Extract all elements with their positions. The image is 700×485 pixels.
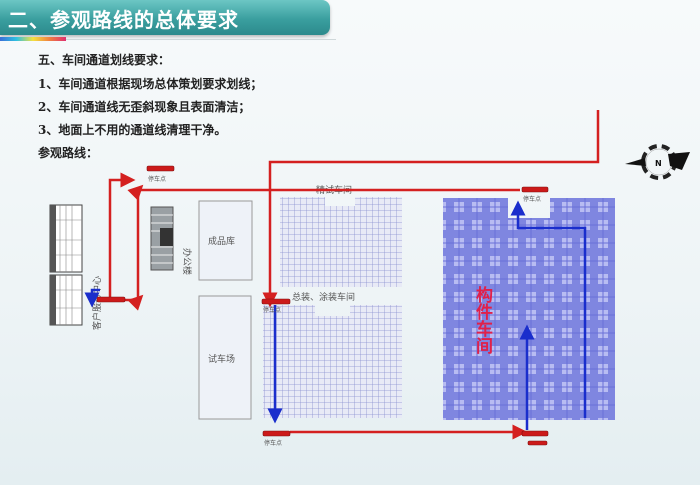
customer-center-label: 客户服务中心 (91, 276, 103, 330)
route-label: 参观路线： (38, 146, 99, 160)
page-title: 二、参观路线的总体要求 (8, 8, 239, 32)
parking-marker (261, 298, 291, 305)
warehouse-block (198, 200, 253, 281)
requirement-item: 3、地面上不用的通道线清理干净。 (38, 123, 227, 137)
parking-label: 停车点 (264, 439, 282, 447)
customer-center-building (49, 204, 83, 326)
divider (66, 39, 336, 40)
parking-label: 停车点 (148, 175, 166, 183)
requirement-item: 2、车间通道线无歪斜现象且表面清洁； (38, 100, 251, 114)
compass-label: N (655, 159, 662, 168)
parking-marker (262, 430, 291, 437)
red-route (108, 110, 600, 440)
office-label: 办公楼 (181, 248, 193, 275)
rainbow-strip (0, 37, 66, 41)
test-track-block (198, 295, 252, 420)
parking-marker (146, 165, 175, 172)
requirement-item: 1、车间通道根据现场总体策划要求划线； (38, 77, 263, 91)
parking-marker (521, 430, 549, 437)
requirements-heading: 五、车间通道划线要求： (38, 53, 171, 67)
parking-label: 停车点 (263, 306, 281, 314)
precision-workshop-block (280, 197, 402, 287)
compass-icon: N (625, 144, 690, 180)
component-workshop-block (443, 198, 615, 420)
assembly-workshop-label: 总装、涂装车间 (292, 291, 355, 303)
test-track-label: 试车场 (208, 353, 235, 365)
component-workshop-label: 构件车间 (472, 285, 493, 355)
warehouse-label: 成品库 (208, 235, 235, 247)
component-workshop-label: 构件车间 (472, 285, 493, 355)
title-banner: 二、参观路线的总体要求 (0, 0, 330, 35)
blue-route (84, 200, 587, 430)
parking-marker (527, 440, 548, 446)
office-building (150, 206, 174, 271)
parking-marker (96, 296, 126, 303)
assembly-workshop-block (263, 305, 402, 418)
parking-marker (521, 186, 549, 193)
parking-label: 停车点 (523, 195, 541, 203)
